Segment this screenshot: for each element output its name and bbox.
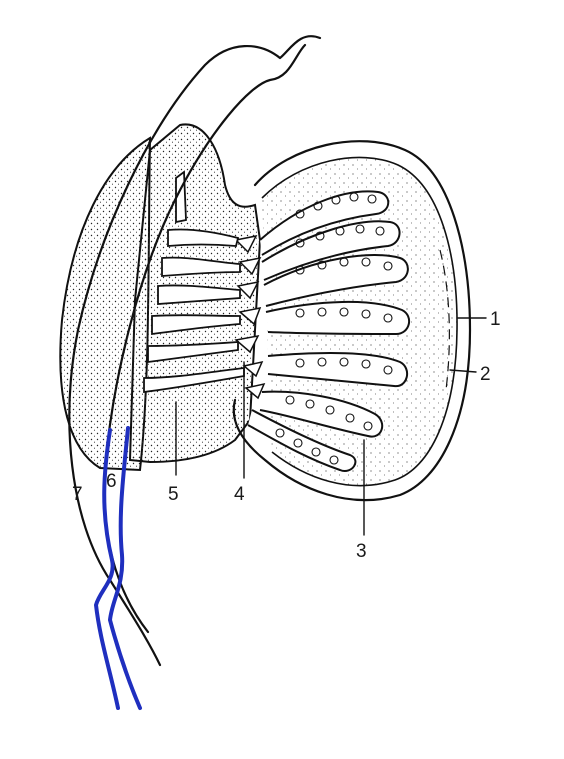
tunica-albuginea: [232, 140, 472, 502]
label-3: 3: [356, 541, 367, 562]
label-2: 2: [480, 364, 491, 385]
label-4: 4: [234, 484, 245, 505]
label-5: 5: [168, 484, 179, 505]
efferent-ductules: [143, 170, 245, 394]
label-7: 7: [72, 484, 83, 505]
tubule-cells: [275, 192, 393, 465]
label-6: 6: [106, 471, 117, 492]
rete-testis: [234, 234, 266, 400]
leader-lines: [175, 317, 487, 536]
highlighted-vessel: [94, 426, 142, 710]
tunica-dashed: [439, 249, 450, 391]
label-1: 1: [490, 309, 501, 330]
